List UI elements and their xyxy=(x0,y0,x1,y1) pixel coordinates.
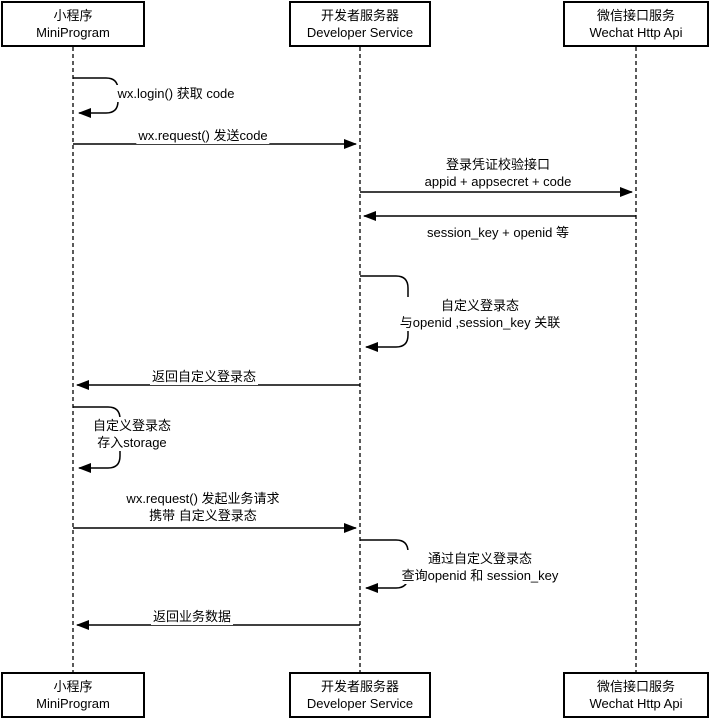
message-label-return-custom-session: 返回自定义登录态 xyxy=(149,368,259,385)
participant-name-en: Developer Service xyxy=(306,25,414,40)
participant-box-developer-service-top: 开发者服务器 Developer Service xyxy=(289,1,431,47)
participant-name-cn: 微信接口服务 xyxy=(596,679,675,694)
message-label-store-session: 自定义登录态 存入storage xyxy=(90,417,174,451)
message-label-check-credential: 登录凭证校验接口 appid + appsecret + code xyxy=(422,156,574,190)
participant-box-wechat-api-top: 微信接口服务 Wechat Http Api xyxy=(563,1,709,47)
message-label-return-business-data: 返回业务数据 xyxy=(150,608,234,625)
participant-name-cn: 开发者服务器 xyxy=(320,679,399,694)
participant-name-cn: 小程序 xyxy=(53,8,93,23)
self-loop-wx-login xyxy=(73,77,119,118)
message-label-create-session: 自定义登录态 与openid ,session_key 关联 xyxy=(397,297,563,331)
message-label-query-session: 通过自定义登录态 查询openid 和 session_key xyxy=(399,550,561,584)
participant-name-cn: 微信接口服务 xyxy=(596,8,675,23)
message-label-business-request: wx.request() 发起业务请求 携带 自定义登录态 xyxy=(124,490,282,524)
message-label-wx-login: wx.login() 获取 code xyxy=(115,85,237,102)
participant-name-en: Wechat Http Api xyxy=(589,25,683,40)
participant-name-en: MiniProgram xyxy=(36,696,110,711)
participant-name-cn: 小程序 xyxy=(53,679,93,694)
message-label-return-sessionkey: session_key + openid 等 xyxy=(424,224,572,241)
participant-box-wechat-api-bottom: 微信接口服务 Wechat Http Api xyxy=(563,672,709,718)
participant-box-miniprogram-top: 小程序 MiniProgram xyxy=(1,1,145,47)
message-label-send-code: wx.request() 发送code xyxy=(136,127,270,144)
participant-name-en: Developer Service xyxy=(306,696,414,711)
participant-box-developer-service-bottom: 开发者服务器 Developer Service xyxy=(289,672,431,718)
participant-box-miniprogram-bottom: 小程序 MiniProgram xyxy=(1,672,145,718)
participant-name-cn: 开发者服务器 xyxy=(320,8,399,23)
participant-name-en: Wechat Http Api xyxy=(589,696,683,711)
participant-name-en: MiniProgram xyxy=(36,25,110,40)
